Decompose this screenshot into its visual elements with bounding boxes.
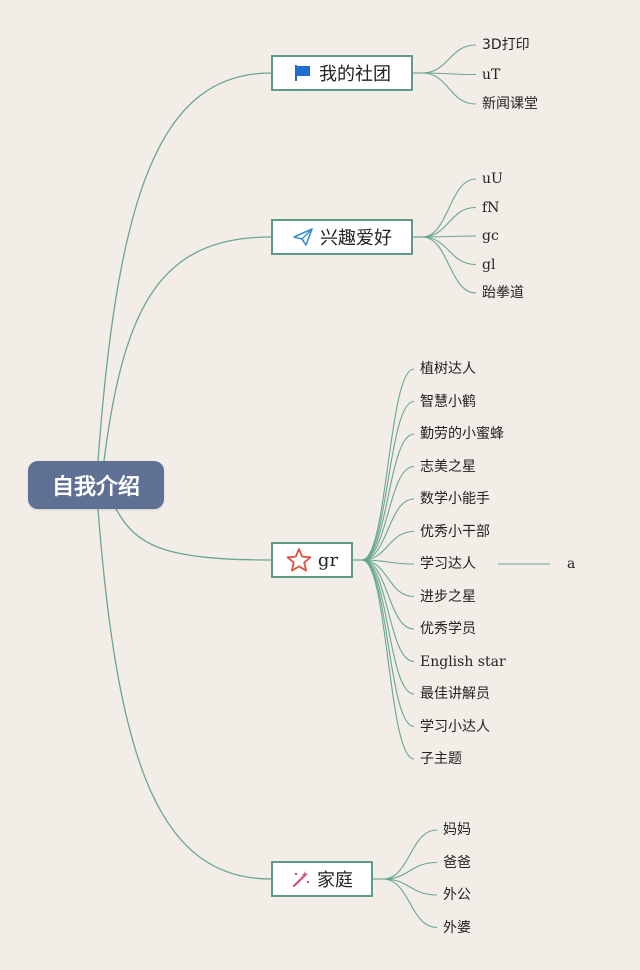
- leaf-topic[interactable]: 志美之星: [420, 458, 476, 475]
- link-line: [361, 400, 415, 561]
- link-line: [97, 72, 272, 462]
- leaf-topic[interactable]: gl: [482, 256, 496, 273]
- link-line: [361, 559, 415, 760]
- leaf-topic[interactable]: 勤劳的小蜜蜂: [420, 426, 504, 442]
- leaf-topic[interactable]: 学习小达人: [420, 718, 490, 735]
- link-line: [115, 508, 272, 561]
- branch-family[interactable]: 家庭: [271, 861, 373, 897]
- link-line: [361, 465, 415, 561]
- branch-label: 家庭: [317, 870, 353, 891]
- link-line: [103, 236, 272, 462]
- link-line: [421, 72, 477, 105]
- leaf-topic[interactable]: English star: [420, 653, 506, 670]
- link-line: [361, 498, 415, 561]
- link-line: [421, 236, 477, 266]
- leaf-topic[interactable]: 外公: [443, 887, 471, 903]
- sub-topic[interactable]: a: [567, 556, 576, 572]
- leaf-topic[interactable]: 植树达人: [420, 361, 476, 377]
- link-line: [361, 530, 415, 561]
- paper-plane-icon: [292, 227, 314, 247]
- link-line: [361, 559, 415, 630]
- leaf-topic[interactable]: 跆拳道: [482, 285, 524, 301]
- leaf-topic[interactable]: 数学小能手: [420, 491, 490, 507]
- star-icon: [286, 547, 312, 573]
- link-line: [421, 178, 477, 238]
- leaf-topic[interactable]: fN: [482, 199, 500, 216]
- leaf-topic[interactable]: uU: [482, 171, 503, 187]
- leaf-topic[interactable]: uT: [482, 66, 501, 83]
- leaf-topic[interactable]: 学习达人: [420, 556, 476, 572]
- leaf-topic[interactable]: 3D打印: [482, 37, 530, 53]
- link-line: [421, 44, 477, 74]
- branch-club[interactable]: 我的社团: [271, 55, 413, 91]
- branch-honors[interactable]: gr: [271, 542, 353, 578]
- root-topic[interactable]: 自我介绍: [28, 461, 164, 509]
- leaf-topic[interactable]: 妈妈: [443, 822, 471, 838]
- branch-label: gr: [317, 549, 339, 571]
- link-line: [382, 861, 438, 880]
- leaf-topic[interactable]: 外婆: [443, 919, 471, 936]
- leaf-topic[interactable]: gc: [482, 228, 499, 244]
- leaf-topic[interactable]: 优秀学员: [420, 621, 476, 637]
- link-line: [361, 433, 415, 561]
- flag-icon: [293, 63, 313, 83]
- link-line: [421, 206, 477, 238]
- link-line: [421, 236, 477, 294]
- link-line: [97, 508, 272, 880]
- leaf-topic[interactable]: 优秀小干部: [420, 523, 490, 540]
- leaf-topic[interactable]: 智慧小鹤: [420, 393, 476, 410]
- leaf-topic[interactable]: 子主题: [420, 751, 462, 767]
- leaf-topic[interactable]: 爸爸: [443, 854, 471, 871]
- branch-label: 我的社团: [319, 64, 391, 85]
- leaf-topic[interactable]: 进步之星: [420, 588, 476, 605]
- link-line: [382, 878, 438, 896]
- branch-hobby[interactable]: 兴趣爱好: [271, 219, 413, 255]
- link-line: [382, 878, 438, 929]
- link-line: [382, 829, 438, 880]
- link-line: [361, 559, 415, 598]
- link-line: [361, 368, 415, 561]
- leaf-topic[interactable]: 新闻课堂: [482, 96, 538, 112]
- branch-label: 兴趣爱好: [320, 228, 392, 249]
- leaf-topic[interactable]: 最佳讲解员: [420, 686, 490, 702]
- link-line: [361, 559, 415, 565]
- magic-wand-icon: [291, 869, 311, 889]
- link-line: [361, 559, 415, 728]
